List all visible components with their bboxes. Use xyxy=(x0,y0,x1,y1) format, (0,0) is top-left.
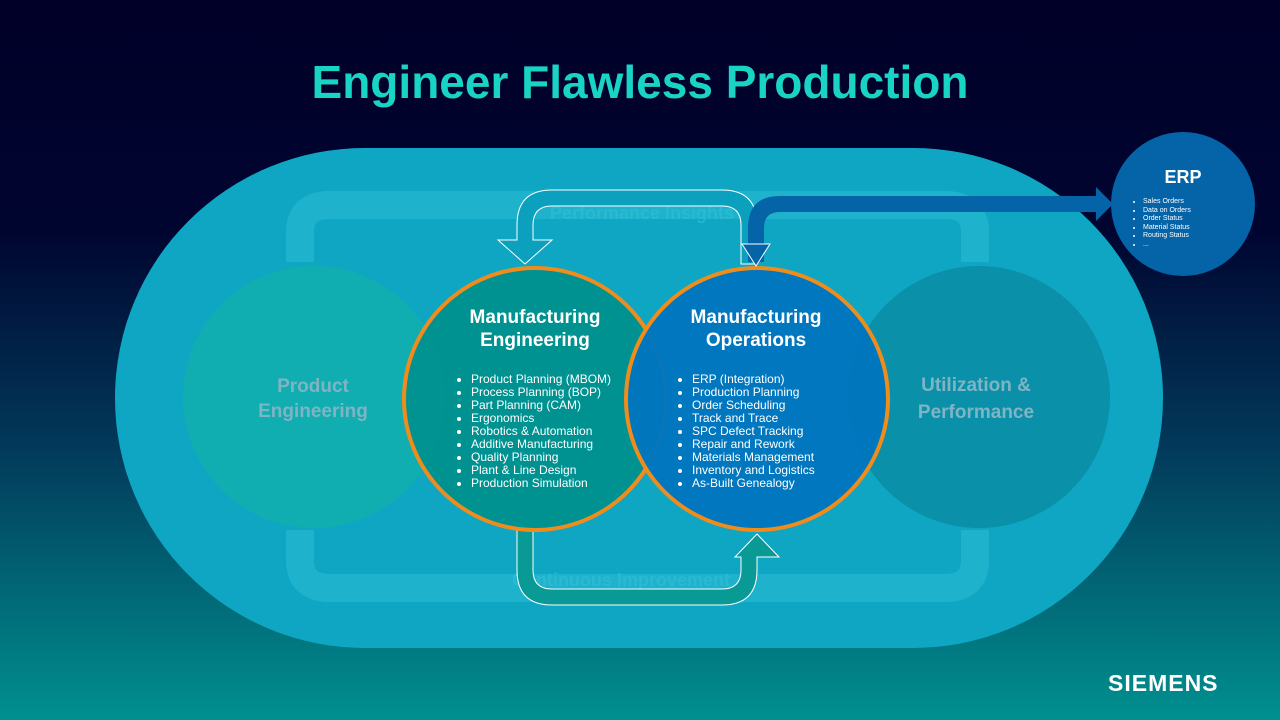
list-item: ... xyxy=(1143,241,1191,250)
page-title: Engineer Flawless Production xyxy=(311,56,969,108)
list-item: Part Planning (CAM) xyxy=(471,399,611,412)
erp-link-arrowhead-icon xyxy=(741,243,771,267)
list-item: Repair and Rework xyxy=(692,438,815,451)
list-item: Additive Manufacturing xyxy=(471,438,611,451)
erp-list: Sales Orders Data on Orders Order Status… xyxy=(1134,198,1191,249)
manufacturing-operations-title: Manufacturing Operations xyxy=(627,306,885,352)
product-engineering-circle xyxy=(183,266,445,528)
list-item: Production Simulation xyxy=(471,477,611,490)
manufacturing-engineering-title-line-1: Manufacturing xyxy=(469,307,601,328)
bottom-uturn-arrow-icon xyxy=(516,529,781,606)
manufacturing-operations-list: ERP (Integration) Production Planning Or… xyxy=(674,373,815,490)
utilization-performance-line-1: Utilization & xyxy=(921,375,1031,396)
top-uturn-arrow-icon xyxy=(496,189,758,265)
erp-circle xyxy=(1111,132,1255,276)
utilization-performance-circle xyxy=(848,266,1110,528)
list-item: Process Planning (BOP) xyxy=(471,386,611,399)
list-item: Routing Status xyxy=(1143,232,1191,241)
list-item: Track and Trace xyxy=(692,412,815,425)
list-item: Material Status xyxy=(1143,224,1191,233)
list-item: Inventory and Logistics xyxy=(692,464,815,477)
list-item: Plant & Line Design xyxy=(471,464,611,477)
list-item: Materials Management xyxy=(692,451,815,464)
list-item: Quality Planning xyxy=(471,451,611,464)
list-item: Product Planning (MBOM) xyxy=(471,373,611,386)
performance-insights-label: Performance Insights xyxy=(550,203,735,223)
product-engineering-line-2: Engineering xyxy=(258,401,368,422)
utilization-performance-label: Utilization & Performance xyxy=(876,372,1076,426)
list-item: Production Planning xyxy=(692,386,815,399)
list-item: Ergonomics xyxy=(471,412,611,425)
product-engineering-label: Product Engineering xyxy=(213,374,413,424)
manufacturing-engineering-title-line-2: Engineering xyxy=(480,330,590,351)
list-item: ERP (Integration) xyxy=(692,373,815,386)
list-item: SPC Defect Tracking xyxy=(692,425,815,438)
manufacturing-operations-title-line-1: Manufacturing xyxy=(690,307,822,328)
manufacturing-engineering-title: Manufacturing Engineering xyxy=(406,306,664,352)
erp-title: ERP xyxy=(1164,167,1202,187)
list-item: Robotics & Automation xyxy=(471,425,611,438)
list-item: Sales Orders xyxy=(1143,198,1191,207)
list-item: Data on Orders xyxy=(1143,207,1191,216)
list-item: As-Built Genealogy xyxy=(692,477,815,490)
list-item: Order Scheduling xyxy=(692,399,815,412)
manufacturing-operations-title-line-2: Operations xyxy=(705,330,807,351)
erp-link-arrow-icon xyxy=(748,187,1113,262)
list-item: Order Status xyxy=(1143,215,1191,224)
manufacturing-operations-circle xyxy=(624,266,890,532)
manufacturing-engineering-circle xyxy=(402,266,668,532)
utilization-performance-line-2: Performance xyxy=(917,402,1035,423)
manufacturing-engineering-list: Product Planning (MBOM) Process Planning… xyxy=(453,373,611,490)
siemens-logo: SIEMENS xyxy=(1108,670,1219,696)
continuous-improvement-label: Continuous Improvement xyxy=(512,570,731,590)
product-engineering-line-1: Product xyxy=(277,376,349,397)
